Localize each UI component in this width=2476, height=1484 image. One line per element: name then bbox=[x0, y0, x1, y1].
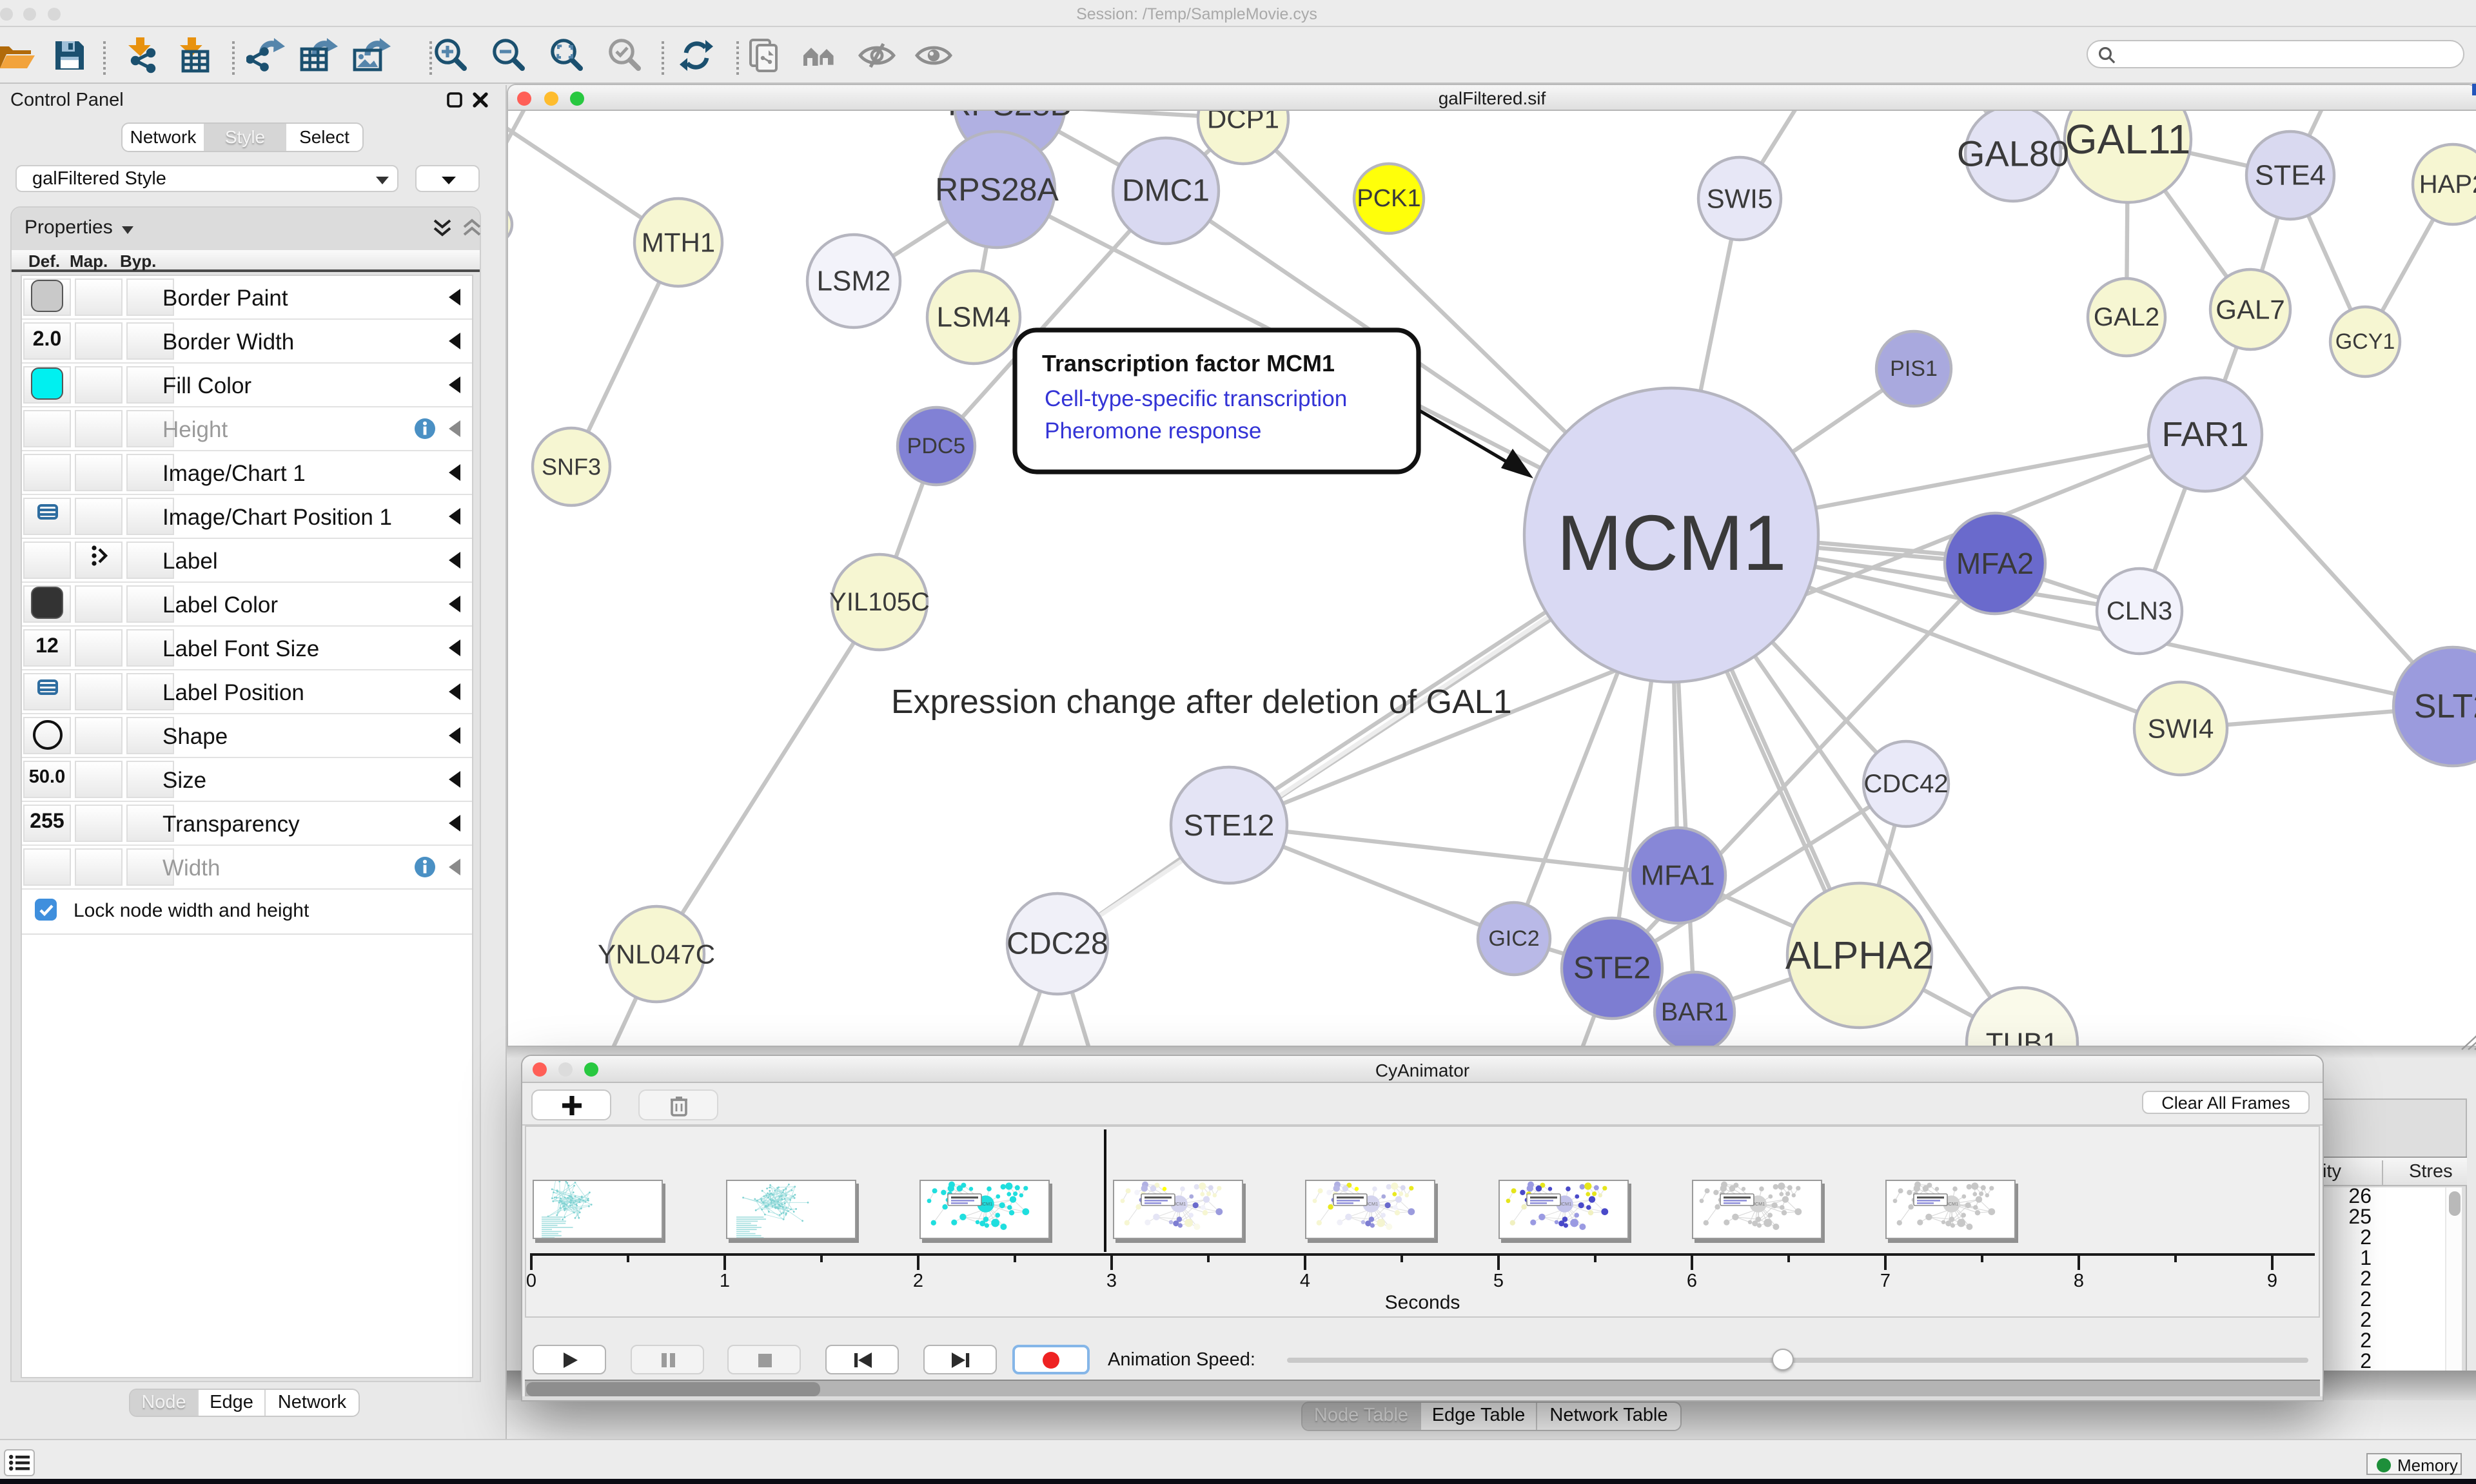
svg-text:RPS28A: RPS28A bbox=[935, 171, 1059, 208]
svg-text:SWI5: SWI5 bbox=[1707, 184, 1773, 214]
svg-text:MCM1: MCM1 bbox=[1364, 1201, 1378, 1207]
svg-text:STE12: STE12 bbox=[1184, 808, 1275, 842]
svg-text:MCM1: MCM1 bbox=[1751, 1201, 1765, 1207]
svg-text:LSM4: LSM4 bbox=[937, 302, 1011, 333]
svg-text:MCM1: MCM1 bbox=[979, 1201, 992, 1207]
svg-text:FAR1: FAR1 bbox=[2161, 415, 2248, 454]
svg-text:GAL7: GAL7 bbox=[2216, 295, 2284, 325]
svg-text:HAP2: HAP2 bbox=[2419, 170, 2476, 199]
svg-text:SLT2: SLT2 bbox=[2414, 688, 2476, 725]
svg-text:SNF3: SNF3 bbox=[542, 454, 601, 480]
svg-text:SWI4: SWI4 bbox=[2148, 714, 2214, 744]
svg-text:Pheromone response: Pheromone response bbox=[1045, 418, 1261, 444]
svg-text:CLN3: CLN3 bbox=[2107, 597, 2172, 625]
svg-text:GAL2: GAL2 bbox=[2094, 303, 2159, 331]
svg-text:CDC28: CDC28 bbox=[1007, 927, 1108, 961]
svg-text:CDC42: CDC42 bbox=[1863, 770, 1948, 798]
svg-text:PIS1: PIS1 bbox=[1890, 356, 1938, 381]
svg-text:TUB1: TUB1 bbox=[1986, 1028, 2058, 1046]
svg-text:LSM2: LSM2 bbox=[817, 266, 891, 297]
svg-text:YIL105C: YIL105C bbox=[829, 588, 930, 616]
svg-text:MCM1: MCM1 bbox=[1945, 1201, 1958, 1207]
svg-text:MCM1: MCM1 bbox=[1557, 499, 1785, 587]
svg-text:PDC5: PDC5 bbox=[907, 434, 966, 458]
svg-text:GIC2: GIC2 bbox=[1488, 926, 1539, 951]
svg-text:GAL11: GAL11 bbox=[2065, 116, 2191, 162]
svg-text:STE2: STE2 bbox=[1573, 952, 1651, 986]
svg-text:MFA2: MFA2 bbox=[1956, 547, 2034, 580]
svg-text:PCK1: PCK1 bbox=[1357, 185, 1420, 212]
svg-text:Transcription factor MCM1: Transcription factor MCM1 bbox=[1042, 350, 1335, 376]
svg-text:GCY1: GCY1 bbox=[2335, 329, 2395, 354]
svg-text:MCM1: MCM1 bbox=[1172, 1201, 1186, 1207]
svg-text:MTH1: MTH1 bbox=[642, 228, 715, 258]
svg-text:BAR1: BAR1 bbox=[1661, 998, 1729, 1026]
svg-text:Expression change after deleti: Expression change after deletion of GAL1 bbox=[891, 683, 1512, 721]
svg-text:Cell-type-specific transcripti: Cell-type-specific transcription bbox=[1045, 386, 1347, 411]
svg-text:RPS28B: RPS28B bbox=[948, 111, 1072, 122]
svg-text:MCM1: MCM1 bbox=[1558, 1201, 1571, 1207]
svg-text:DCP1: DCP1 bbox=[1207, 111, 1279, 134]
svg-text:ALPHA2: ALPHA2 bbox=[1785, 934, 1934, 977]
svg-text:DMC1: DMC1 bbox=[1122, 174, 1210, 208]
svg-text:GAL80: GAL80 bbox=[1957, 133, 2069, 174]
svg-text:YNL047C: YNL047C bbox=[598, 939, 715, 970]
svg-text:MFA1: MFA1 bbox=[1641, 860, 1715, 892]
svg-text:STE4: STE4 bbox=[2255, 160, 2326, 191]
